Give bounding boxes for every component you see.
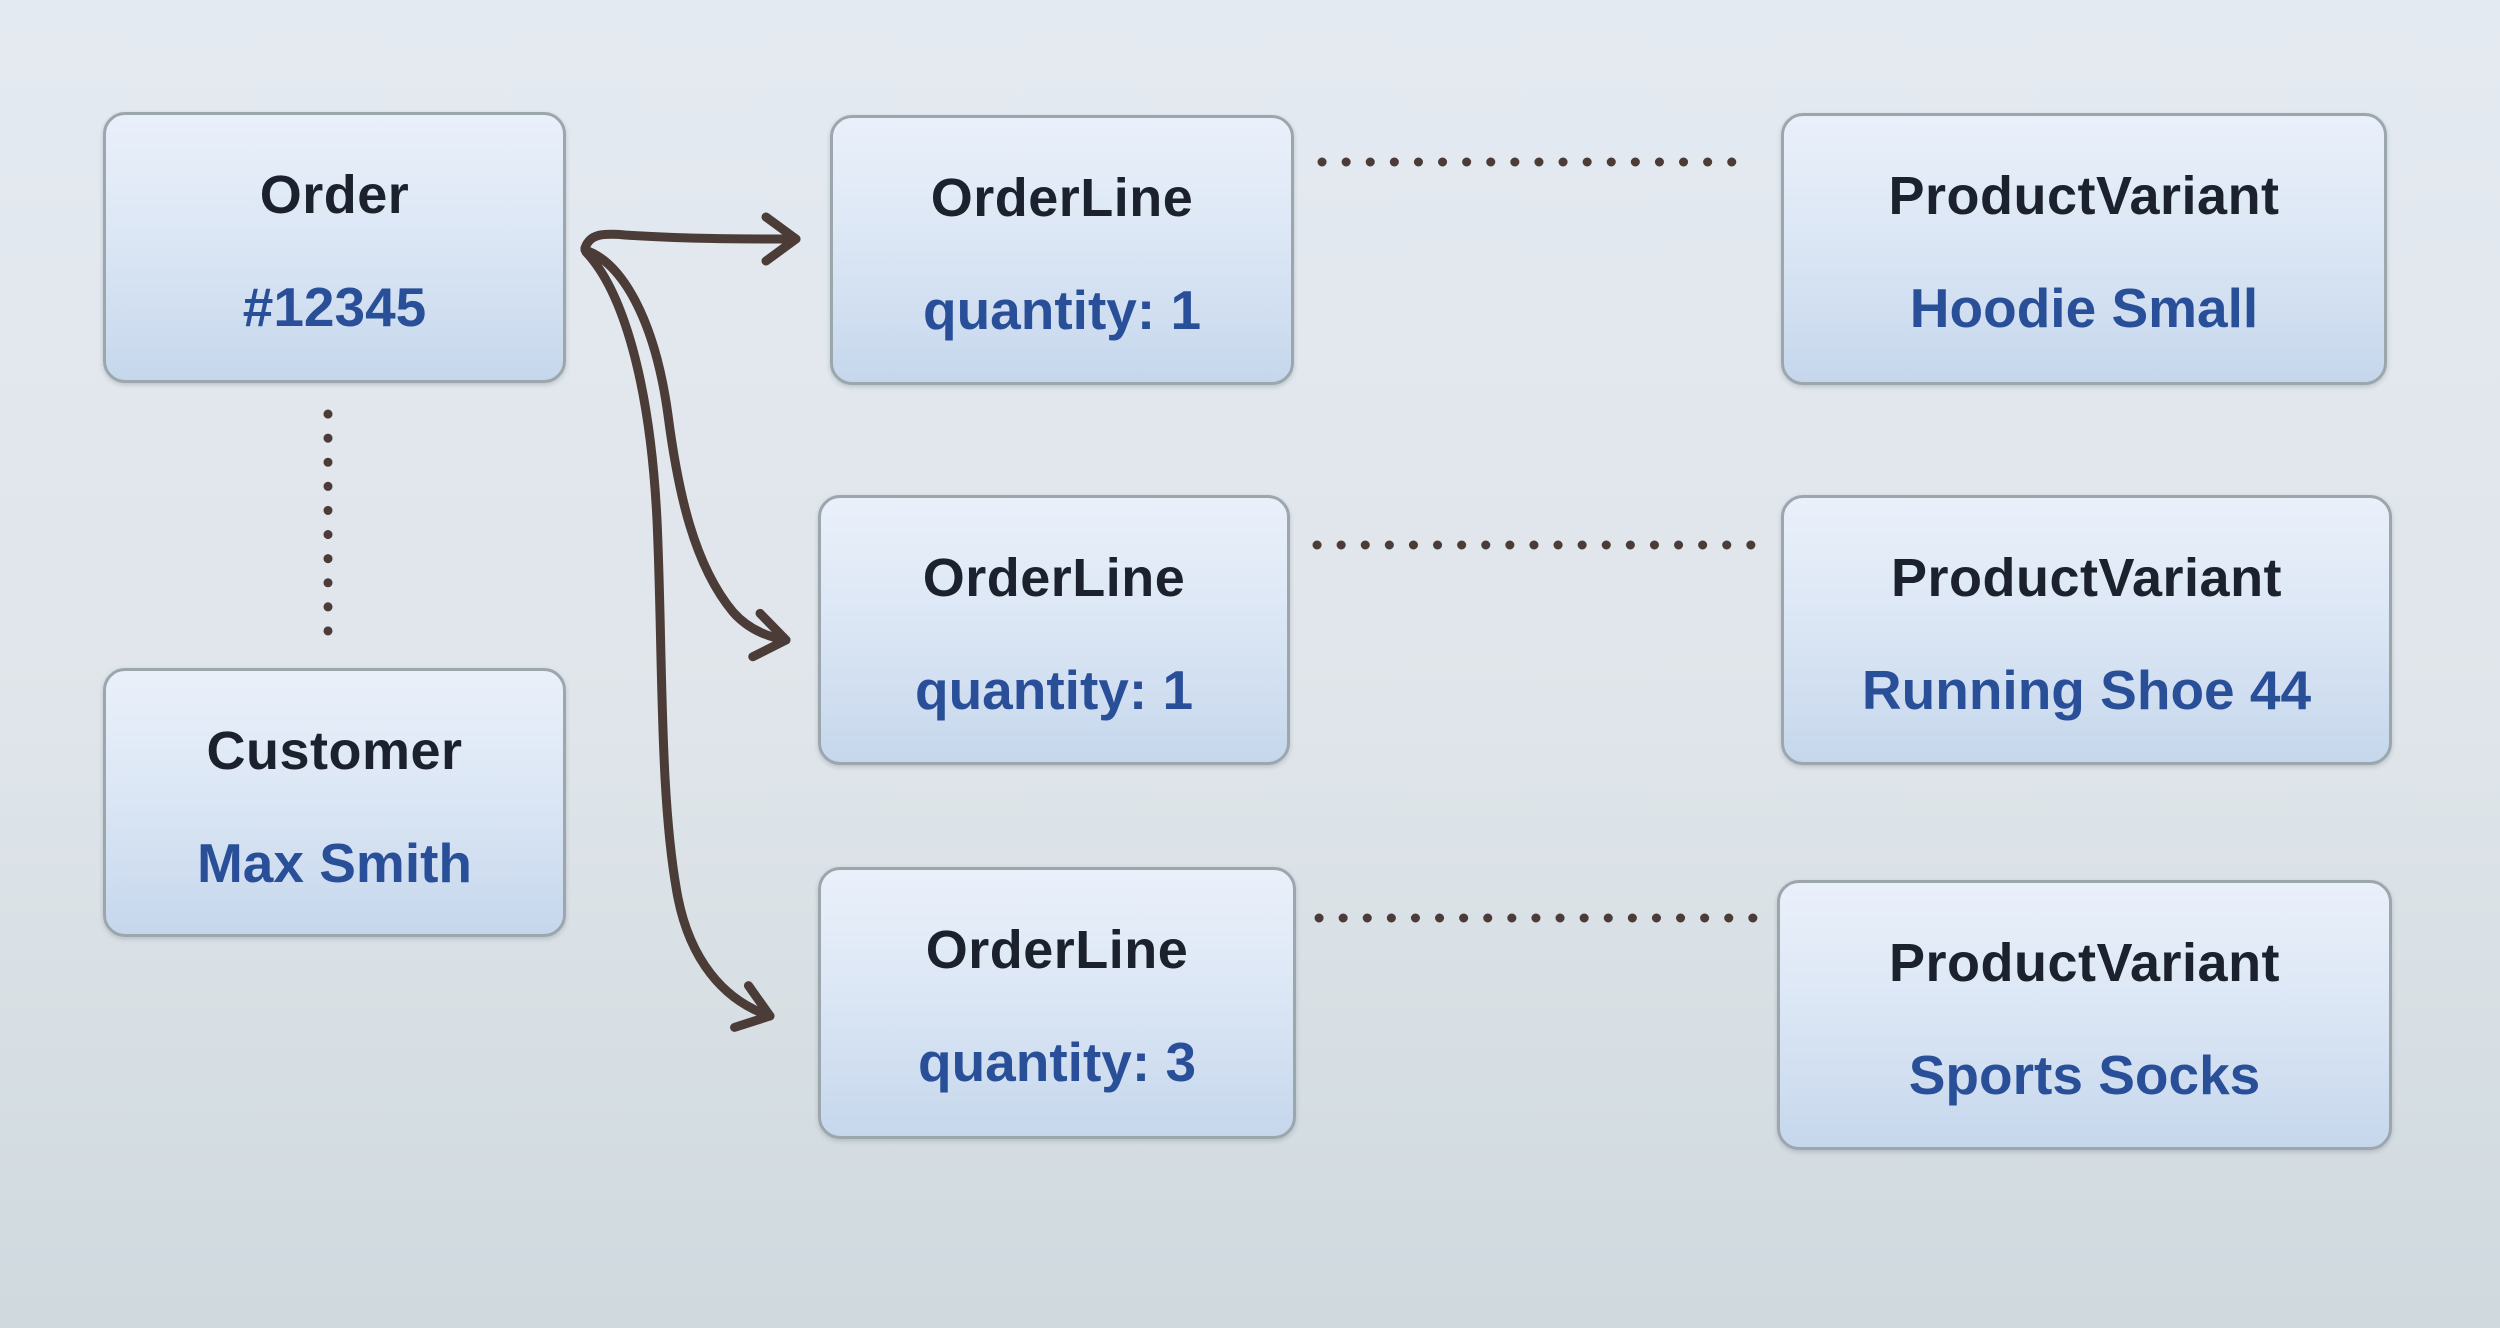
node-orderline-3: OrderLine quantity: 3	[818, 867, 1296, 1139]
node-orderline-1-title: OrderLine	[930, 168, 1194, 228]
arrow-order-to-orderline-1	[580, 212, 801, 266]
arrow-order-to-orderline-2	[580, 245, 791, 662]
node-productvariant-1: ProductVariant Hoodie Small	[1781, 113, 2387, 385]
node-orderline-3-title: OrderLine	[925, 920, 1189, 980]
node-productvariant-2: ProductVariant Running Shoe 44	[1781, 495, 2392, 765]
node-productvariant-3-value: Sports Socks	[1908, 1044, 2261, 1106]
node-productvariant-3-title: ProductVariant	[1888, 933, 2281, 993]
node-customer-title: Customer	[206, 721, 463, 781]
node-order-title: Order	[259, 165, 410, 225]
node-orderline-2: OrderLine quantity: 1	[818, 495, 1290, 765]
node-productvariant-3: ProductVariant Sports Socks	[1777, 880, 2392, 1150]
node-orderline-2-value: quantity: 1	[914, 659, 1194, 721]
node-productvariant-2-value: Running Shoe 44	[1861, 659, 2312, 721]
node-productvariant-2-title: ProductVariant	[1890, 548, 2283, 608]
node-orderline-3-value: quantity: 3	[917, 1031, 1197, 1093]
node-orderline-2-title: OrderLine	[922, 548, 1186, 608]
arrow-order-to-orderline-3	[581, 247, 775, 1032]
node-productvariant-1-title: ProductVariant	[1888, 166, 2280, 226]
node-order-value: #12345	[242, 276, 427, 338]
node-orderline-1: OrderLine quantity: 1	[830, 115, 1294, 385]
node-customer: Customer Max Smith	[103, 668, 566, 937]
node-productvariant-1-value: Hoodie Small	[1909, 277, 2259, 339]
node-orderline-1-value: quantity: 1	[922, 279, 1202, 341]
node-order: Order #12345	[103, 112, 566, 383]
node-customer-value: Max Smith	[196, 832, 473, 894]
